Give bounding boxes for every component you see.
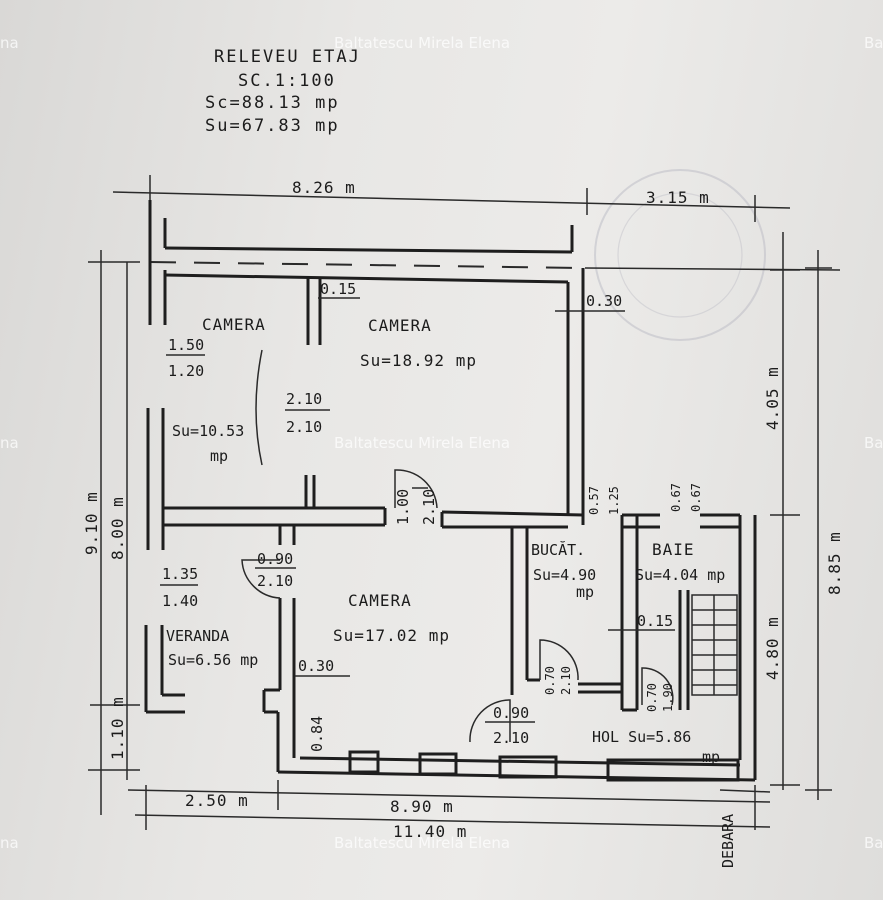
- watermark-edge-left-mid: na: [0, 434, 19, 452]
- dim-left-1-10: 1.10 m: [108, 696, 127, 760]
- header-su: Su=67.83 mp: [205, 116, 340, 136]
- exterior-walls: [144, 200, 841, 782]
- room-baie-area: Su=4.04 mp: [635, 566, 725, 584]
- opening-1-35: 1.35: [162, 565, 198, 583]
- header-title: RELEVEU ETAJ: [214, 47, 361, 67]
- header-scale: SC.1:100: [238, 71, 336, 91]
- opening-2-10-e: 2.10: [559, 666, 573, 695]
- dim-right-8-85: 8.85 m: [825, 531, 844, 595]
- dim-right-4-05: 4.05 m: [763, 366, 782, 430]
- opening-2-10-c: 2.10: [420, 489, 438, 525]
- dim-right-4-80: 4.80 m: [763, 616, 782, 680]
- opening-1-20: 1.20: [168, 362, 204, 380]
- opening-0-70-b: 0.70: [645, 683, 659, 712]
- opening-2-10-a: 2.10: [286, 390, 322, 408]
- dim-bottom-2-50: 2.50 m: [185, 791, 249, 810]
- watermark-edge-right-bottom: Ba: [864, 834, 883, 852]
- room-bucatarie-unit: mp: [576, 583, 594, 601]
- opening-2-10-d: 2.10: [257, 572, 293, 590]
- stamp-seal: [594, 169, 766, 341]
- left-dimension-lines: [88, 250, 140, 815]
- opening-2-10-b: 2.10: [286, 418, 322, 436]
- dim-top-left: 8.26 m: [292, 178, 356, 197]
- watermark-edge-left-bottom: na: [0, 834, 19, 852]
- room-hol-label: HOL Su=5.86: [592, 728, 691, 746]
- room-bucatarie-name: BUCĂT.: [531, 540, 585, 559]
- room-camera-center-area: Su=17.02 mp: [333, 626, 450, 645]
- room-camera-left-unit: mp: [210, 447, 228, 465]
- opening-1-00: 1.00: [394, 489, 412, 525]
- opening-0-57: 0.57: [587, 486, 601, 515]
- room-hol-unit: mp: [702, 748, 720, 766]
- dim-left-9-10: 9.10 m: [82, 491, 101, 555]
- staircase: [691, 594, 738, 696]
- opening-1-90: 1.90: [661, 683, 675, 712]
- opening-0-67-a: 0.67: [669, 483, 683, 512]
- opening-1-40: 1.40: [162, 592, 198, 610]
- watermark-bottom: Baltatescu Mirela Elena: [334, 834, 510, 852]
- opening-0-90-a: 0.90: [257, 550, 293, 568]
- watermark-top: Baltatescu Mirela Elena: [334, 34, 510, 52]
- bottom-dimension-lines: [127, 780, 771, 830]
- room-bucatarie-area: Su=4.90: [533, 566, 596, 584]
- opening-0-70-a: 0.70: [543, 666, 557, 695]
- room-camera-left-name: CAMERA: [202, 315, 266, 334]
- door-swings: [241, 349, 674, 743]
- opening-1-50: 1.50: [168, 336, 204, 354]
- opening-0-15-top: 0.15: [320, 280, 356, 298]
- watermark-middle: Baltatescu Mirela Elena: [334, 434, 510, 452]
- room-veranda-name: VERANDA: [166, 627, 229, 645]
- opening-0-84: 0.84: [308, 716, 326, 752]
- dim-left-8-00: 8.00 m: [108, 496, 127, 560]
- watermark-edge-left-top: na: [0, 34, 19, 52]
- room-camera-left-area: Su=10.53: [172, 422, 244, 440]
- room-baie-name: BAIE: [652, 540, 695, 559]
- room-veranda-area: Su=6.56 mp: [168, 651, 258, 669]
- opening-0-15-mid: 0.15: [637, 612, 673, 630]
- opening-dims: [160, 297, 675, 723]
- room-camera-center-name: CAMERA: [348, 591, 412, 610]
- dim-bottom-11-40: 11.40 m: [393, 822, 467, 841]
- header-sc: Sc=88.13 mp: [205, 93, 340, 113]
- watermark-edge-right-top: Ba: [864, 34, 883, 52]
- room-camera-top-area: Su=18.92 mp: [360, 351, 477, 370]
- opening-0-30-top: 0.30: [586, 292, 622, 310]
- room-debara-label: DEBARA: [719, 814, 737, 868]
- right-dimension-lines: [770, 232, 832, 800]
- watermark-edge-right-mid: Ba: [864, 434, 883, 452]
- opening-0-67-b: 0.67: [689, 483, 703, 512]
- opening-1-25: 1.25: [607, 486, 621, 515]
- opening-0-90-b: 0.90: [493, 704, 529, 722]
- opening-0-30-mid: 0.30: [298, 657, 334, 675]
- dim-bottom-8-90: 8.90 m: [390, 797, 454, 816]
- bottom-windows: [348, 750, 740, 782]
- dim-top-right: 3.15 m: [646, 188, 710, 207]
- interior-walls: [163, 278, 740, 758]
- room-camera-top-name: CAMERA: [368, 316, 432, 335]
- opening-2-10-f: 2.10: [493, 729, 529, 747]
